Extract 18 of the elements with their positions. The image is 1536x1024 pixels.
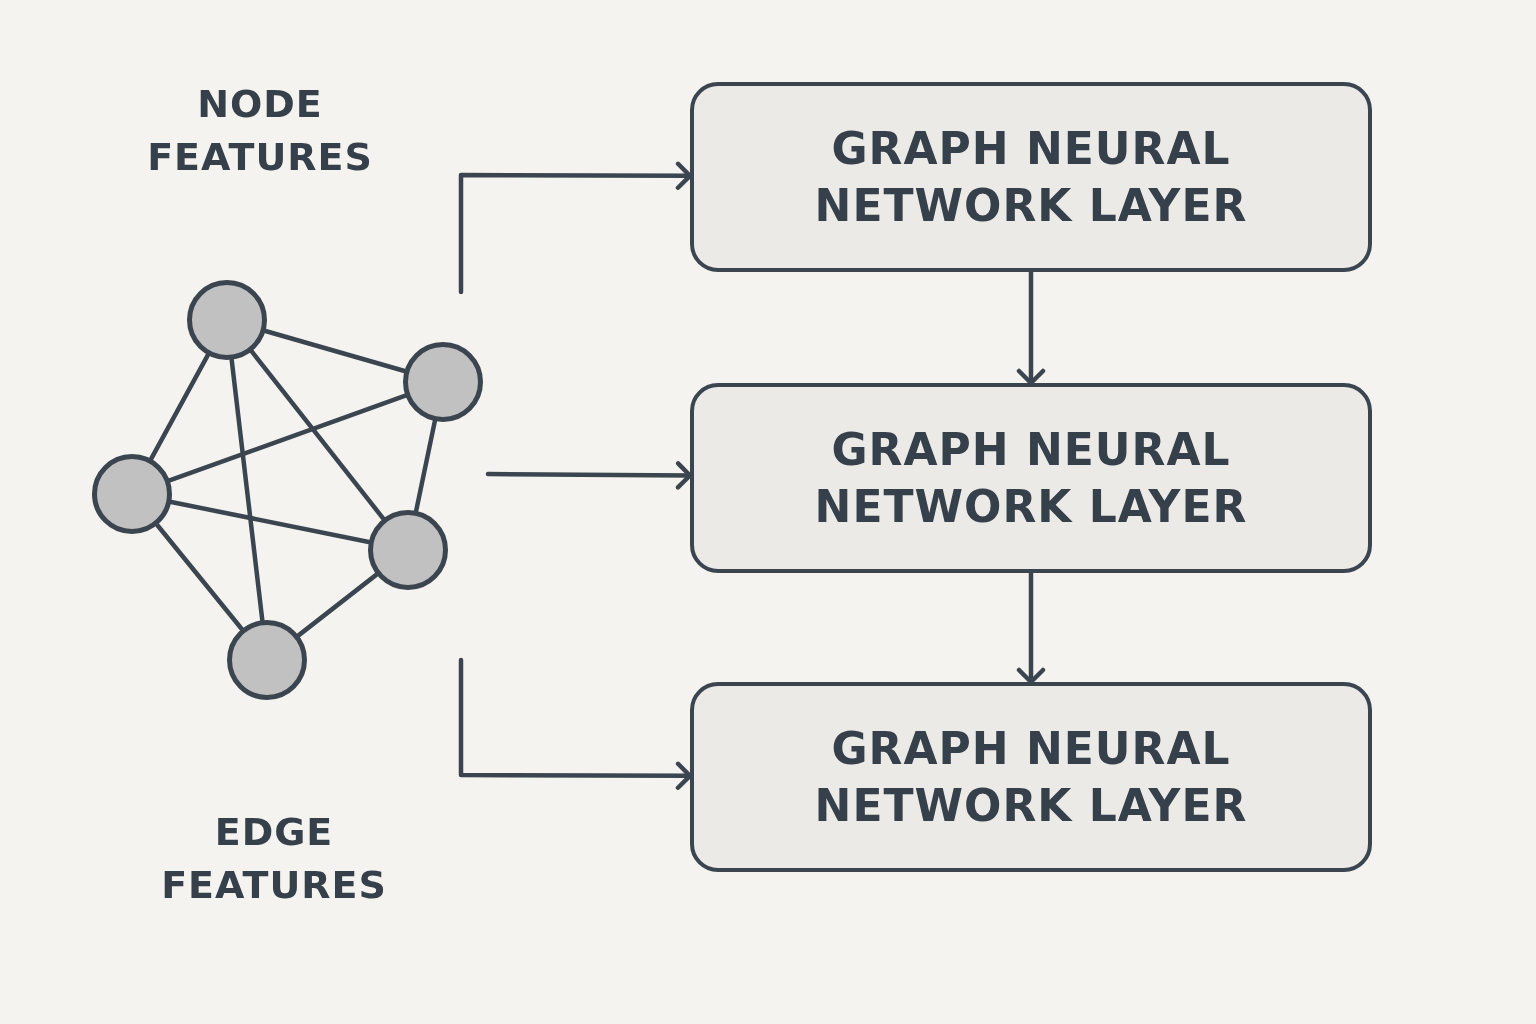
layer-title: GRAPH NEURAL NETWORK LAYER (813, 121, 1249, 233)
layer-box (690, 82, 1372, 272)
layer-box (690, 383, 1372, 573)
graph-edge-line (296, 572, 379, 638)
arrow (1016, 269, 1046, 386)
graph-edge-line (168, 499, 372, 545)
graph-edge-line (249, 349, 386, 521)
graph-edge-line (148, 352, 211, 462)
layer-title: GRAPH NEURAL NETWORK LAYER (813, 721, 1249, 833)
arrow (1016, 570, 1046, 685)
feature-label: NODE FEATURES (146, 81, 374, 182)
graph-edge-line (155, 522, 244, 632)
layer-title: GRAPH NEURAL NETWORK LAYER (813, 422, 1249, 534)
graph-edge-line (413, 418, 438, 514)
graph-edge-line (167, 393, 408, 483)
feature-label: EDGE FEATURES (160, 809, 388, 910)
layer-box (690, 682, 1372, 872)
graph-edge-line (263, 328, 407, 374)
